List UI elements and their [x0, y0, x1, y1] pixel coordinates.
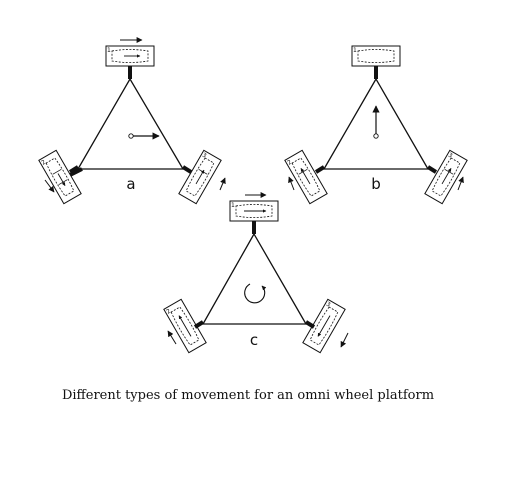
wheel-2-a: 2: [38, 149, 83, 205]
platform-triangle-b: [322, 77, 430, 170]
platform-center-b: [373, 133, 379, 139]
panel-c: 1 2 3 c: [163, 192, 349, 354]
wheel-3-b: 3: [424, 149, 468, 205]
wheel-2-stub-c: [193, 320, 205, 329]
wheel-3-a: 3: [178, 149, 222, 205]
wheel-number-1-b: 1: [353, 47, 357, 54]
wheel-2-direction-arrow-a: [44, 179, 55, 193]
figure-caption: Different types of movement for an omni …: [61, 388, 435, 403]
wheel-3-direction-arrow-c: [340, 332, 349, 348]
wheel-1-b: 1: [351, 45, 401, 79]
platform-center-a: [128, 133, 134, 139]
wheel-number-1-a: 1: [107, 47, 111, 54]
wheel-3-stub-c: [304, 320, 316, 329]
wheel-3-direction-arrow-b: [457, 176, 464, 191]
wheel-number-2-b: 2: [286, 159, 293, 167]
wheel-3-direction-arrow-a: [219, 177, 226, 191]
wheel-number-1-c: 1: [231, 202, 235, 209]
panel-a: 1 2 3 a: [38, 37, 226, 205]
wheel-number-3-b: 3: [447, 152, 454, 160]
wheel-2-b: 2: [284, 149, 328, 205]
wheel-2-direction-arrow-b: [288, 176, 295, 191]
wheel-number-2-c: 2: [165, 308, 172, 316]
wheel-number-3-a: 3: [201, 152, 208, 160]
platform-triangle-c: [201, 232, 308, 325]
panel-label-c: c: [250, 331, 258, 349]
wheel-3-stub-a: [181, 165, 193, 174]
rotation-arrow-c: [244, 283, 267, 304]
wheel-2-direction-arrow-c: [167, 330, 177, 345]
wheel-2-c: 2: [163, 298, 207, 354]
panel-label-a: a: [126, 175, 135, 193]
platform-triangle-a: [76, 77, 185, 170]
wheel-3-c: 3: [302, 298, 346, 354]
panel-b: 1 2 3 b: [284, 45, 468, 205]
wheel-1-a: 1: [105, 45, 155, 79]
wheel-2-stub-a: [68, 165, 80, 174]
wheel-number-2-a: 2: [40, 159, 47, 167]
wheel-3-stub-b: [426, 165, 438, 174]
wheel-number-3-c: 3: [325, 301, 332, 309]
wheel-2-stub-b: [314, 165, 326, 174]
panel-label-b: b: [371, 175, 381, 193]
wheel-1-c: 1: [229, 200, 279, 234]
